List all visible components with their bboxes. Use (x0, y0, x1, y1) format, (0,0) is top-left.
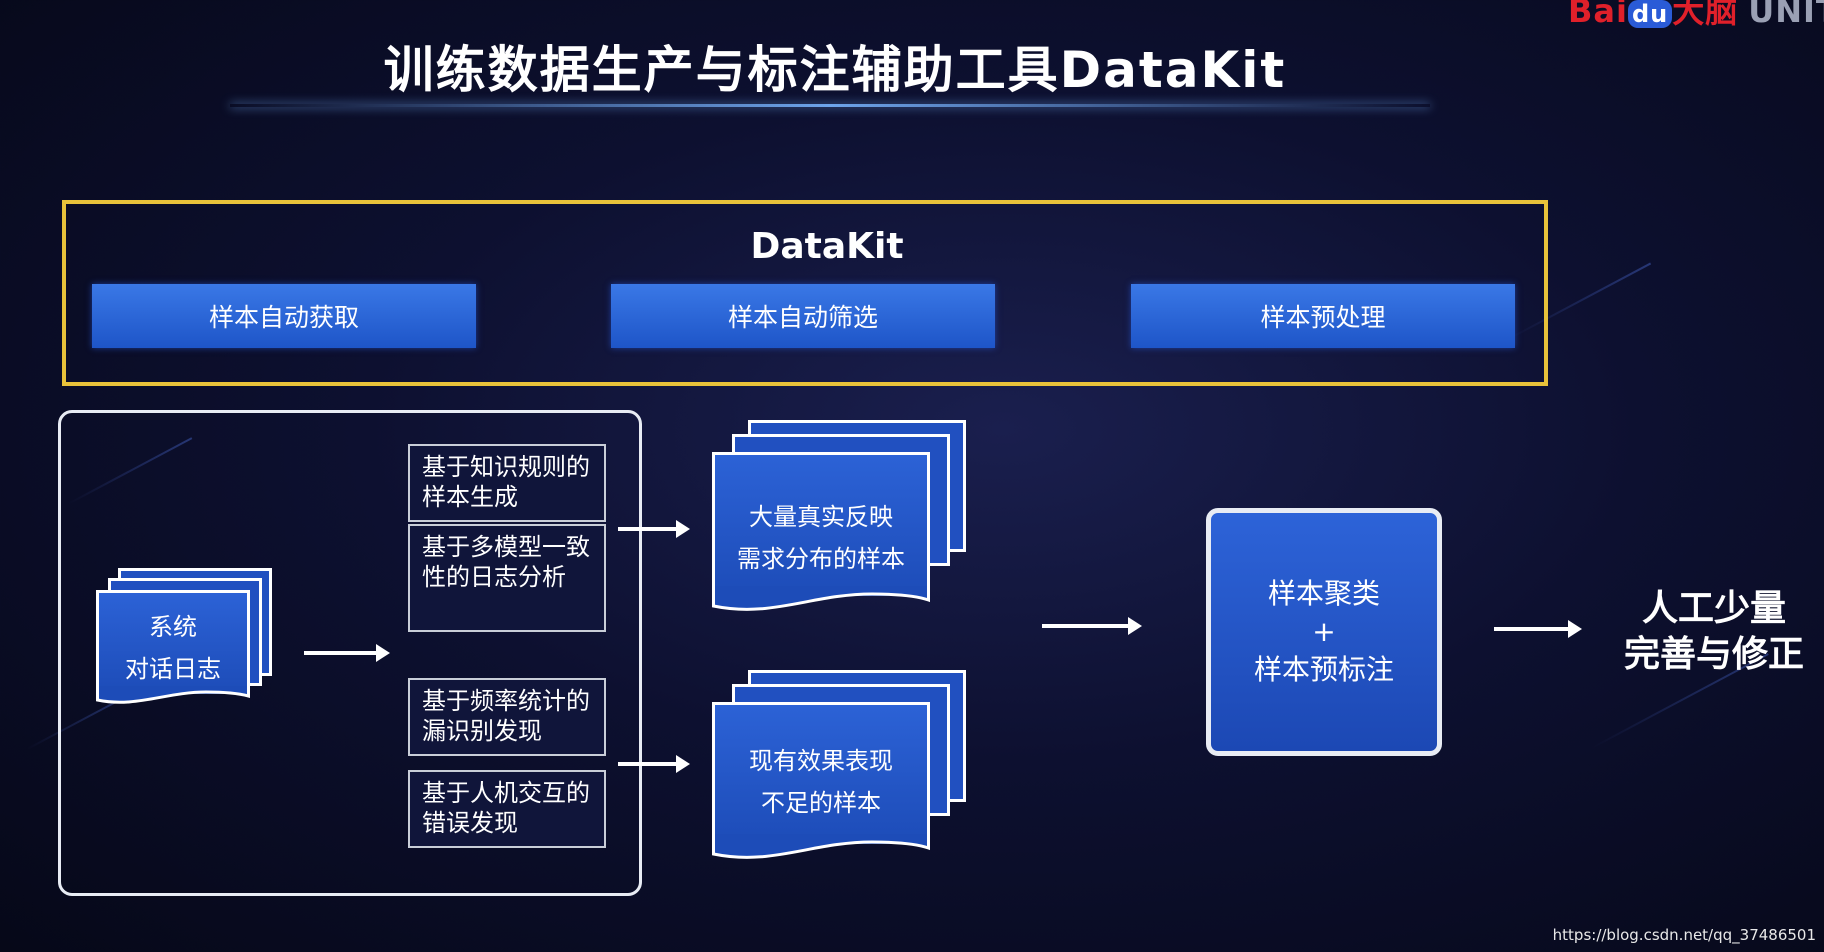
source-doc-line2: 对话日志 (125, 655, 221, 683)
method-knowledge-rules: 基于知识规则的样本生成 (408, 444, 606, 522)
page-title: 训练数据生产与标注辅助工具DataKit (383, 41, 1287, 99)
arrow-right-icon (1042, 617, 1142, 635)
method-frequency-stats: 基于频率统计的漏识别发现 (408, 678, 606, 756)
cluster-plus: + (1312, 615, 1336, 648)
final-line1: 人工少量 (1641, 588, 1786, 629)
source-doc-line1: 系统 (149, 613, 197, 641)
sample-doc-2-line1: 现有效果表现 (749, 747, 893, 775)
module-preprocess: 样本预处理 (1131, 284, 1515, 348)
arrow-right-icon (618, 755, 690, 773)
cluster-line1: 样本聚类 (1267, 577, 1380, 610)
datakit-frame (62, 200, 1548, 386)
final-line2: 完善与修正 (1623, 634, 1804, 675)
doc-wave (712, 586, 930, 611)
doc-wave (712, 834, 930, 859)
cluster-prelabel-box: 样本聚类 + 样本预标注 (1206, 508, 1442, 756)
datakit-label: DataKit (750, 226, 904, 267)
module-auto-filter: 样本自动筛选 (611, 284, 995, 348)
mining-methods-container (58, 410, 642, 896)
method-human-interaction: 基于人机交互的错误发现 (408, 770, 606, 848)
arrow-right-icon (304, 644, 390, 662)
module-auto-acquire: 样本自动获取 (92, 284, 476, 348)
arrow-right-icon (618, 520, 690, 538)
arrow-right-icon (1494, 620, 1582, 638)
title-underline (230, 104, 1430, 107)
baidu-unit-logo: Baidu大脑UNIT (1568, 0, 1824, 30)
manual-refinement-label: 人工少量 完善与修正 (1604, 586, 1824, 678)
cluster-line2: 样本预标注 (1253, 653, 1394, 686)
sample-doc-1-line2: 需求分布的样本 (737, 545, 905, 573)
sample-doc-2-line2: 不足的样本 (761, 789, 881, 817)
method-multi-model: 基于多模型一致性的日志分析 (408, 524, 606, 632)
sample-doc-1-line1: 大量真实反映 (749, 503, 893, 531)
doc-wave (96, 686, 250, 704)
source-watermark: https://blog.csdn.net/qq_37486501 (1552, 926, 1816, 944)
